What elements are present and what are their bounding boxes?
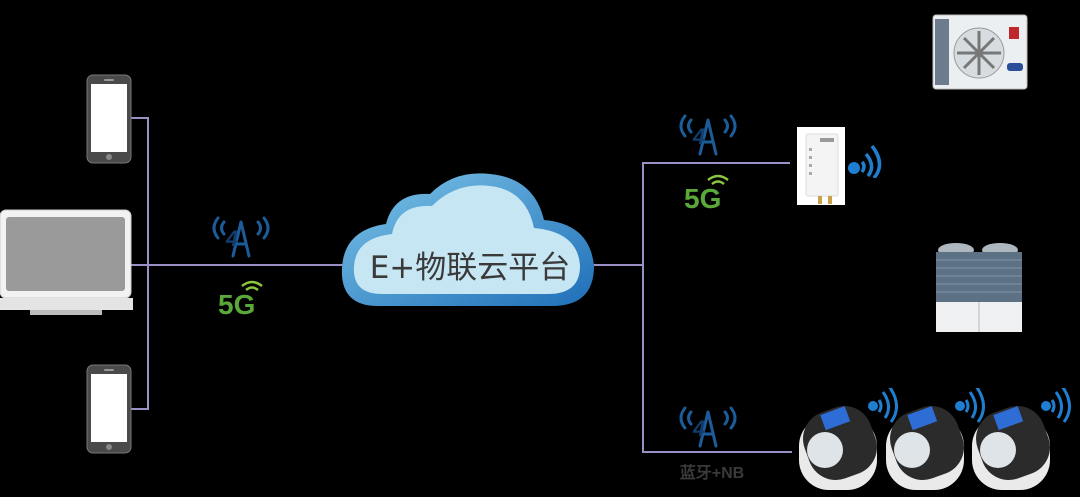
- air-conditioner-unit-icon: [932, 14, 1028, 90]
- connector-line: [131, 264, 346, 266]
- smart-water-meter-icon: [886, 388, 985, 490]
- connector-line: [642, 451, 792, 453]
- cloud-platform-icon: [341, 173, 594, 306]
- iot-gateway-icon: [797, 127, 845, 205]
- 5g-signal-icon: 5G: [218, 280, 263, 318]
- svg-text:4: 4: [692, 416, 705, 441]
- smartphone-icon: [86, 74, 132, 164]
- laptop-icon: [0, 209, 133, 315]
- connector-line: [590, 264, 644, 266]
- smart-water-meter-icon: [972, 388, 1071, 490]
- svg-text:5G: 5G: [684, 183, 721, 212]
- platform-label: E+物联云平台: [369, 250, 571, 286]
- connector-line: [130, 408, 149, 410]
- 5g-signal-icon: 5G: [684, 174, 729, 212]
- protocol-label: 蓝牙+NB: [679, 465, 745, 482]
- svg-text:4: 4: [225, 226, 238, 251]
- connector-line: [130, 117, 149, 119]
- 4g-signal-icon: 4: [212, 216, 270, 258]
- 4g-signal-icon: 4: [679, 406, 737, 448]
- connector-line: [642, 162, 790, 164]
- smartphone-icon: [86, 364, 132, 454]
- 4g-signal-icon: 4: [679, 114, 737, 156]
- svg-text:4: 4: [692, 124, 705, 149]
- connector-line: [147, 117, 149, 410]
- vrf-outdoor-unit-icon: [936, 243, 1022, 332]
- svg-text:5G: 5G: [218, 289, 255, 318]
- wireless-signal-icon: [848, 144, 882, 178]
- connector-line: [642, 162, 644, 453]
- smart-water-meter-icon: [799, 388, 898, 490]
